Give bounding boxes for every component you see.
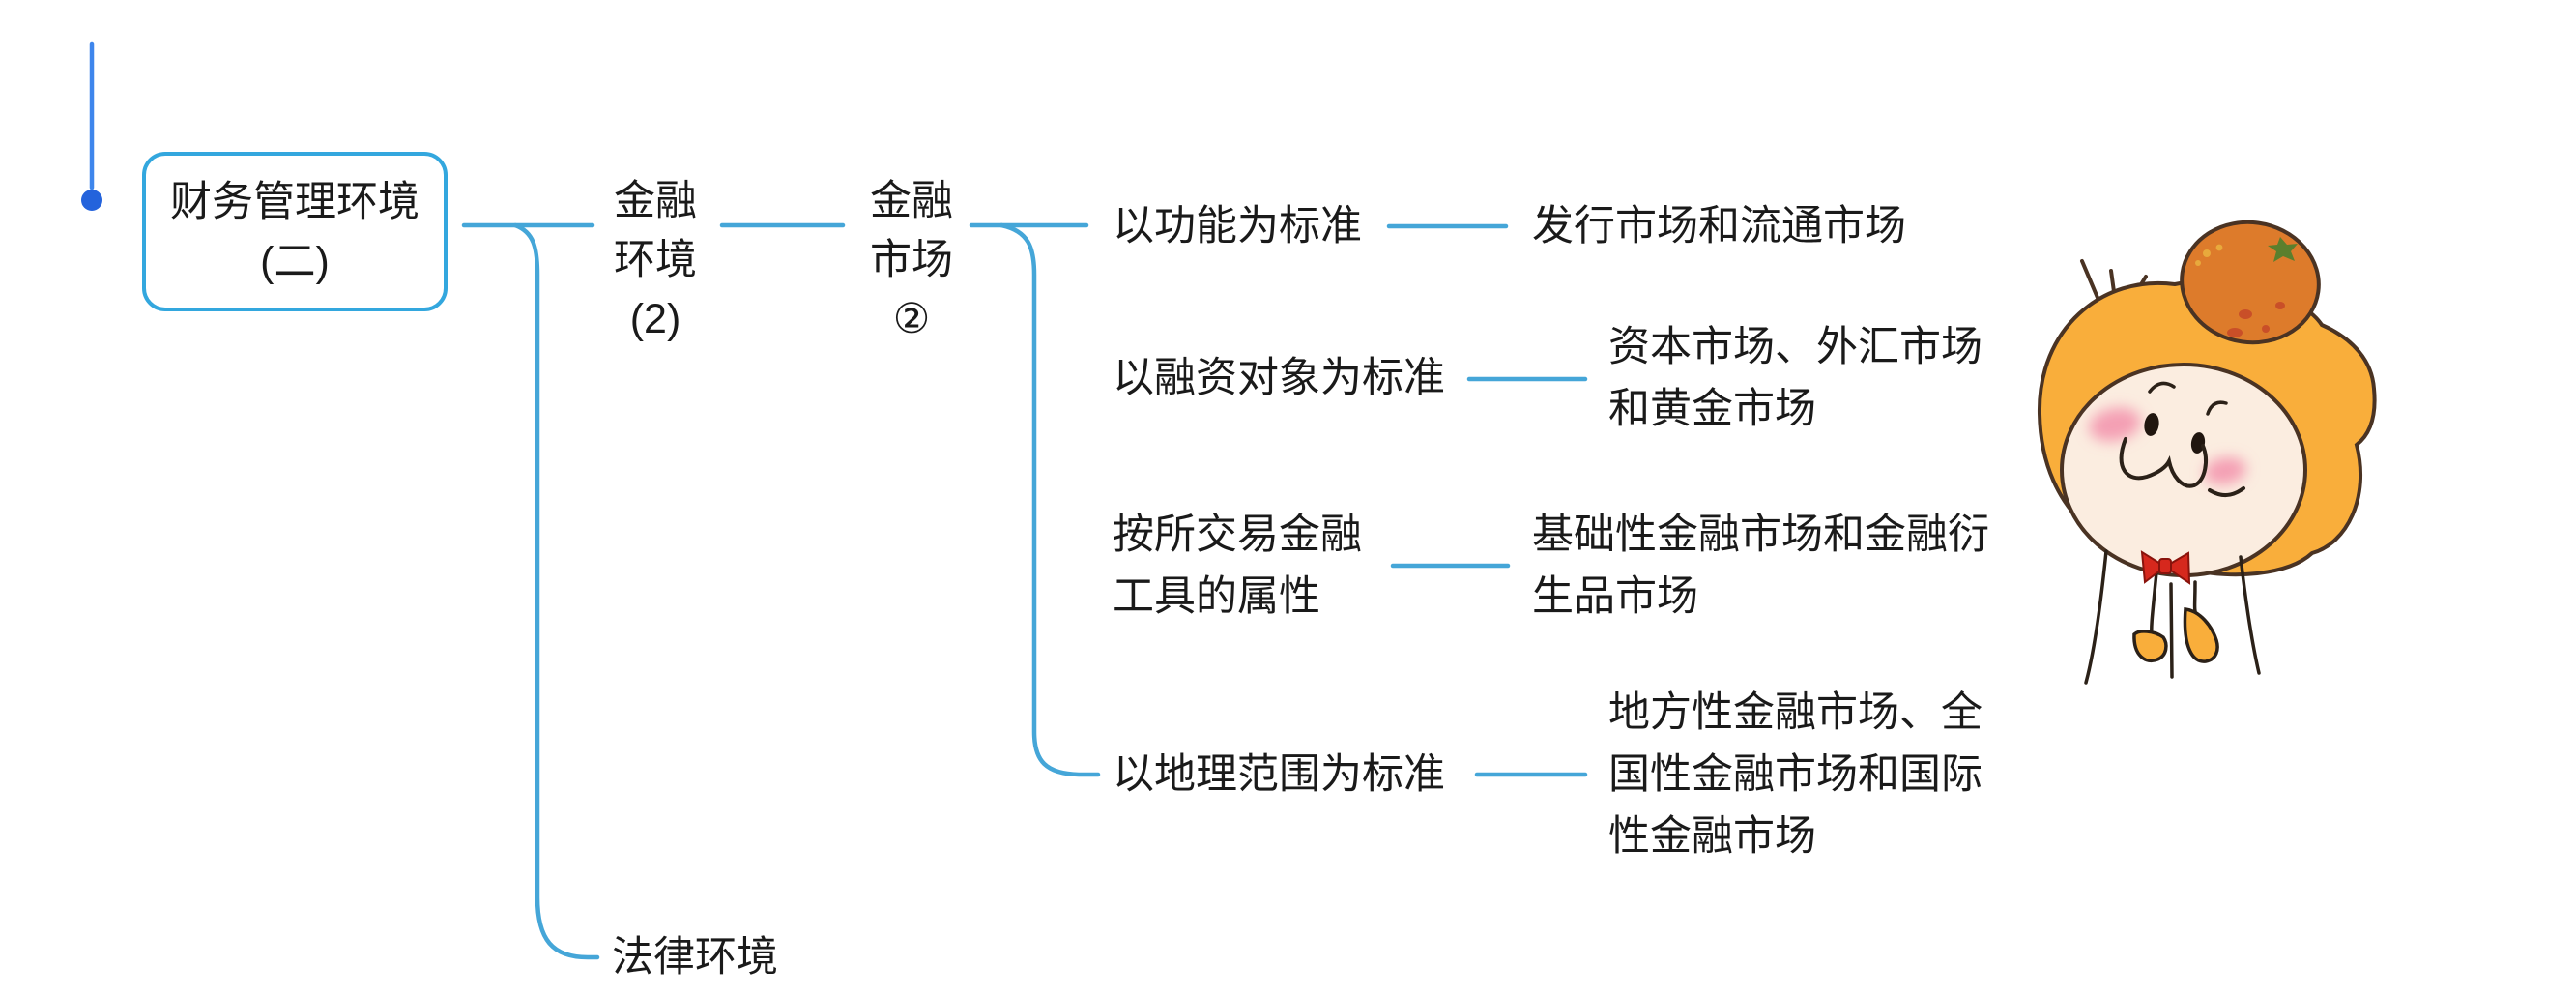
finance-environment-line3: (2) [629,296,681,342]
finance-environment-line2: 环境 [614,237,697,283]
orange-speckle [2262,325,2270,333]
left-hand-cuff [2132,630,2168,662]
right-eye [2190,432,2206,454]
finance-market-line2: 市场 [870,237,953,283]
bow-tie [2140,550,2191,585]
orange-speckle [2239,309,2252,319]
child1-value[interactable]: 发行市场和流通市场 [1532,203,1906,249]
node-finance-environment[interactable]: 金融 环境 (2) [614,172,697,349]
node-finance-market[interactable]: 金融 市场 ② [870,172,953,349]
left-eye [2144,413,2159,436]
cheeks [2089,407,2246,485]
finance-environment-line1: 金融 [614,178,697,224]
left-sleeve-line [2150,571,2158,638]
face [2060,363,2307,577]
center-body-line [2169,582,2174,679]
child4-value[interactable]: 地方性金融市场、全 国性金融市场和国际 性金融市场 [1608,682,1983,867]
child3-label-line1: 按所交易金融 [1113,512,1362,558]
orange-speckle [2195,260,2201,266]
mouth [2119,437,2208,488]
orange-leaf-star [2268,237,2298,262]
child2-label[interactable]: 以融资对象为标准 [1113,355,1445,401]
anchor-dot [81,190,102,211]
connector-market-child4-spine [999,222,1101,777]
connector-root-legal-spine [512,222,600,960]
child2-value[interactable]: 资本市场、外汇市场 和黄金市场 [1608,316,1983,440]
left-eyebrow [2148,381,2176,394]
child4-label[interactable]: 以地理范围为标准 [1113,751,1445,798]
child3-label[interactable]: 按所交易金融 工具的属性 [1113,504,1362,628]
orange-hood-mascot-illustration [2037,220,2377,685]
child2-value-line1: 资本市场、外汇市场 [1608,324,1983,370]
node-legal-environment[interactable]: 法律环境 [612,934,778,981]
root-node-financial-management-environment[interactable]: 财务管理环境 (二) [142,152,448,311]
child2-value-line2: 和黄金市场 [1608,386,1816,432]
root-title-line2: (二) [260,238,330,285]
child4-value-line2: 国性金融市场和国际 [1608,751,1983,798]
child4-value-line1: 地方性金融市场、全 [1608,689,1983,736]
orange-speckle [2203,249,2211,257]
child1-label[interactable]: 以功能为标准 [1113,203,1362,249]
right-arm-outline [2239,555,2261,675]
orange-speckle [2227,328,2243,337]
orange-speckle [2275,302,2285,309]
finance-market-line1: 金融 [870,178,953,224]
root-title-line1: 财务管理环境 [170,178,420,225]
left-arm-outline [2084,549,2108,685]
child4-value-line3: 性金融市场 [1608,813,1816,860]
child3-value[interactable]: 基础性金融市场和金融衍 生品市场 [1532,504,1989,628]
smile-line [2208,486,2245,497]
child3-value-line2: 生品市场 [1532,573,1698,620]
right-eyebrow [2206,400,2228,416]
right-hand-cuff [2183,607,2219,663]
child3-value-line1: 基础性金融市场和金融衍 [1532,512,1989,558]
orange-speckle [2215,244,2223,251]
child3-label-line2: 工具的属性 [1113,573,1320,620]
finance-market-line3: ② [892,296,931,342]
